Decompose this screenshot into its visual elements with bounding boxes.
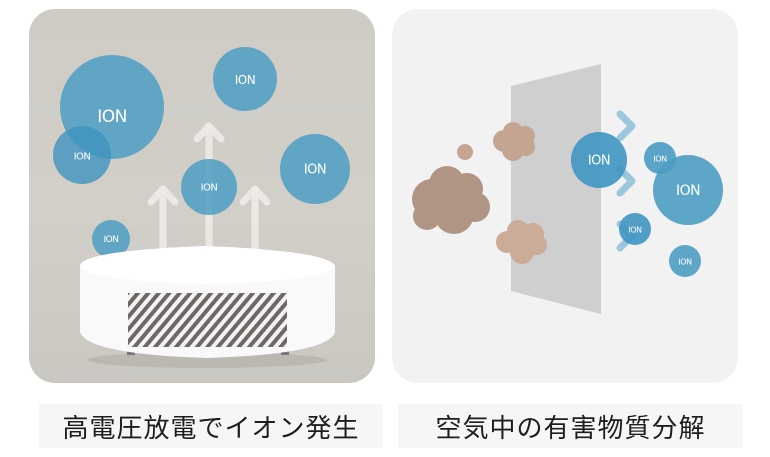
- ion-label: ION: [235, 73, 255, 87]
- ion-bubble-large: ION: [653, 155, 723, 225]
- ion-label: ION: [628, 226, 642, 235]
- decomposition-graphic: ION ION ION ION ION: [412, 64, 723, 314]
- ion-bubble-small: ION: [53, 126, 111, 184]
- ion-generation-graphic: ION ION ION ION ION ION: [53, 47, 350, 368]
- filter-sheet: [511, 64, 601, 314]
- pollutant-cloud-top: [493, 122, 535, 161]
- ion-bubble-tiny-bottom: ION: [669, 245, 701, 277]
- vent-grille: [128, 293, 287, 347]
- ion-bubble-right: ION: [280, 134, 350, 204]
- arrow-up-icon-right: [239, 185, 271, 258]
- ion-bubble-top: ION: [213, 47, 277, 111]
- ion-label: ION: [104, 235, 119, 245]
- ion-generation-illustration: ION ION ION ION ION ION: [29, 9, 375, 383]
- ion-bubble-medium: ION: [571, 132, 627, 188]
- ion-bubble-tiny: ION: [92, 220, 130, 258]
- arrow-right-icon-top: [538, 110, 636, 142]
- ion-generator-device: [80, 246, 335, 368]
- ion-label: ION: [304, 163, 326, 178]
- caption-pollutant-decomposition: 空気中の有害物質分解: [398, 404, 743, 448]
- ion-label: ION: [678, 258, 692, 267]
- ion-label: ION: [97, 107, 127, 127]
- ion-label: ION: [588, 154, 610, 169]
- pollutant-decomposition-illustration: ION ION ION ION ION: [392, 9, 738, 383]
- ion-label: ION: [653, 155, 667, 164]
- ion-label: ION: [676, 183, 700, 199]
- caption-ion-generation: 高電圧放電でイオン発生: [39, 404, 383, 448]
- pollutant-cloud-large: [412, 166, 490, 234]
- arrow-up-icon-left: [147, 185, 179, 258]
- pollutant-cloud-bottom: [496, 220, 547, 264]
- ion-bubble-middle: ION: [181, 159, 237, 215]
- ion-label: ION: [74, 152, 91, 163]
- ion-label: ION: [201, 183, 218, 194]
- ion-bubble-tiny-middle: ION: [619, 213, 651, 245]
- pollutant-particle: [457, 144, 473, 160]
